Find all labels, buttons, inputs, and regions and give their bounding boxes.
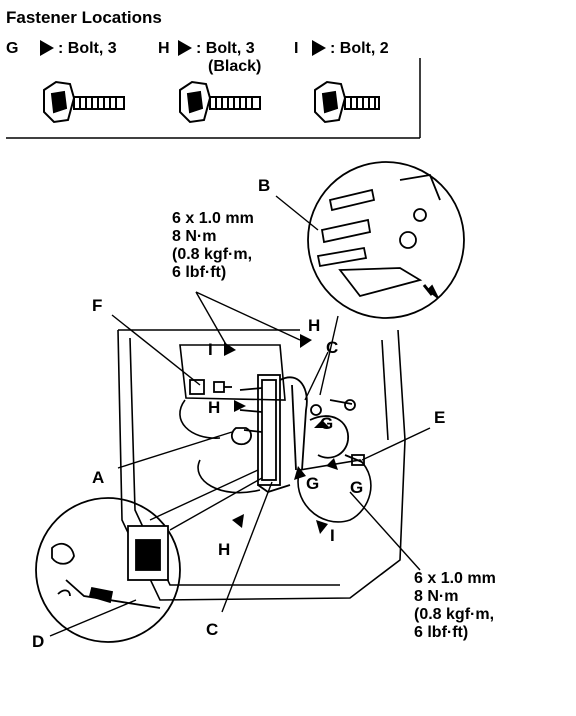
callout-i-bottom: I (330, 526, 335, 545)
arrow-i-bottom (316, 520, 328, 534)
torque-spec-top-line-2: 8 N·m (172, 228, 217, 245)
leader-a (117, 431, 233, 469)
legend-text-i: : Bolt, 2 (330, 40, 389, 57)
legend-text-h: : Bolt, 3 (196, 40, 255, 57)
arrow-h-top (300, 334, 312, 348)
bolt-arrows (224, 334, 338, 534)
clips-f (189, 379, 232, 395)
torque-spec-bottom-line-1: 6 x 1.0 mm (414, 570, 496, 587)
callout-h-top: H (308, 316, 321, 335)
callout-g-1: G (320, 414, 334, 433)
torque-spec-top-line-4: 6 lbf·ft) (172, 264, 227, 281)
leader-b (275, 195, 319, 231)
leader-lines (49, 195, 431, 637)
arrow-h-bottom (232, 514, 244, 528)
leader-f (111, 314, 201, 386)
leader-e (361, 427, 431, 461)
legend-frame (6, 58, 421, 139)
torque-spec-top-line-1: 6 x 1.0 mm (172, 210, 254, 227)
arrow-h-left (234, 400, 246, 412)
legend-arrow-i (312, 40, 326, 56)
arrow-g-3 (326, 458, 338, 470)
leader-spec-top-1 (195, 291, 229, 349)
bolt-g-icon (43, 80, 125, 124)
leader-spec-top-2 (195, 291, 301, 341)
bolt-h-icon (179, 80, 261, 124)
arrow-g-2 (294, 466, 306, 480)
detail-circle-b (307, 161, 465, 319)
callout-g-3: G (350, 478, 364, 497)
callout-b: B (258, 176, 271, 195)
leader-spec-bottom (349, 491, 421, 571)
detail-circle-d (35, 497, 181, 643)
callout-g-2: G (306, 474, 320, 493)
leader-c-top (304, 351, 329, 401)
leader-c-bottom (221, 481, 273, 613)
torque-spec-bottom: 6 x 1.0 mm 8 N·m (0.8 kgf·m, 6 lbf·ft) (414, 570, 496, 642)
legend-letter-g: G (6, 40, 19, 57)
legend-arrow-h (178, 40, 192, 56)
legend-text-g: : Bolt, 3 (58, 40, 117, 57)
torque-spec-bottom-line-3: (0.8 kgf·m, (414, 606, 495, 623)
torque-spec-bottom-line-2: 8 N·m (414, 588, 459, 605)
legend-letter-h: H (158, 40, 170, 57)
callout-e: E (434, 408, 446, 427)
torque-spec-top: 6 x 1.0 mm 8 N·m (0.8 kgf·m, 6 lbf·ft) (172, 210, 254, 282)
leader-detail-d (149, 469, 259, 521)
page-title: Fastener Locations (6, 8, 162, 27)
callout-c-top: C (326, 338, 339, 357)
latch-assembly (230, 374, 365, 493)
callout-h-left: H (208, 398, 221, 417)
legend-arrow-g (40, 40, 54, 56)
torque-spec-top-line-3: (0.8 kgf·m, (172, 246, 253, 263)
callout-h-bottom: H (218, 540, 231, 559)
callout-d: D (32, 632, 45, 651)
arrow-g-1 (314, 420, 330, 428)
legend-letter-i: I (294, 40, 299, 57)
leader-detail-b (319, 315, 339, 396)
callout-a: A (92, 468, 105, 487)
leader-detail-d-2 (169, 477, 263, 531)
callout-c-bottom: C (206, 620, 219, 639)
legend-sub-h: (Black) (208, 58, 262, 75)
torque-spec-bottom-line-4: 6 lbf·ft) (414, 624, 469, 641)
bolt-i-icon (314, 80, 380, 124)
callout-i-top: I (208, 340, 213, 359)
callout-f: F (92, 296, 103, 315)
arrow-i-top (224, 342, 236, 356)
leader-d (49, 599, 137, 637)
